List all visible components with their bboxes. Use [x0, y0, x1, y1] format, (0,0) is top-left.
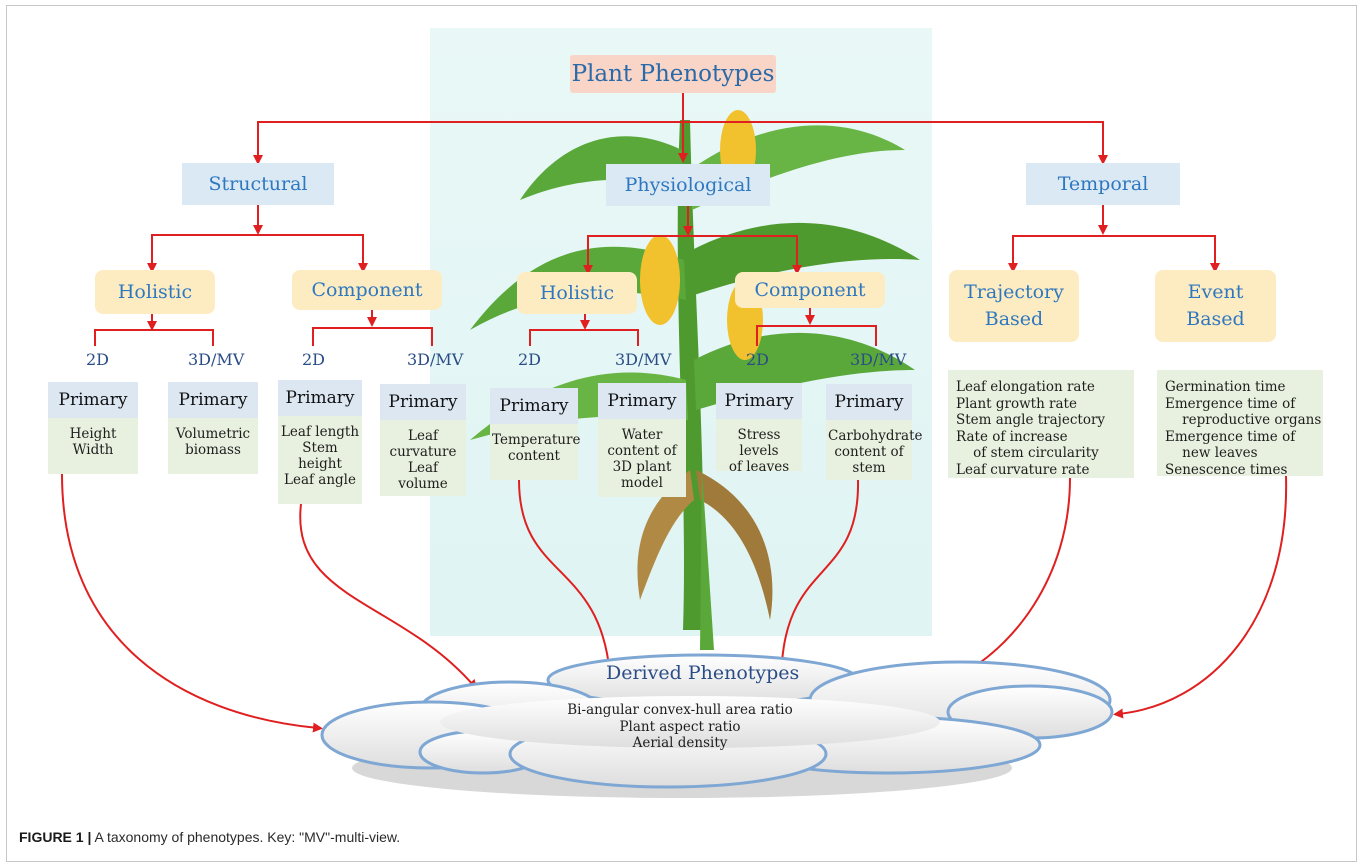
physiological-holistic-node: Holistic: [517, 272, 637, 314]
primary-card: Primary Temperature content: [490, 388, 581, 480]
event-phenotype-list: Germination time Emergence time of repro…: [1157, 370, 1323, 478]
card-body: Leaf curvature Leaf volume: [389, 428, 457, 492]
card-head: Primary: [826, 384, 912, 420]
card-body: Leaf length Stem height Leaf angle: [280, 424, 360, 488]
dim-3dmv-label: 3D/MV: [615, 350, 672, 369]
primary-card: Primary Leaf length Stem height Leaf ang…: [278, 380, 362, 504]
dim-3dmv-label: 3D/MV: [407, 350, 464, 369]
derived-phenotypes-list: Bi-angular convex-hull area ratio Plant …: [567, 702, 793, 751]
primary-card: Primary Water content of 3D plant model: [598, 383, 686, 497]
card-body: Temperature content: [492, 432, 581, 464]
card-body: Volumetric biomass: [175, 426, 251, 458]
dim-3dmv-label: 3D/MV: [850, 350, 907, 369]
dim-2d-label: 2D: [746, 350, 770, 369]
card-head: Primary: [278, 380, 362, 416]
dim-2d-label: 2D: [302, 350, 326, 369]
card-body: Height Width: [69, 426, 117, 458]
card-body: Water content of 3D plant model: [607, 427, 677, 491]
dim-2d-label: 2D: [86, 350, 110, 369]
dim-3dmv-label: 3D/MV: [188, 350, 245, 369]
primary-card: Primary Volumetric biomass: [168, 382, 258, 474]
derived-phenotypes-title: Derived Phenotypes: [606, 662, 800, 684]
temporal-node: Temporal: [1026, 163, 1180, 205]
primary-card: Primary Carbohydrate content of stem: [826, 384, 922, 480]
caption-text: A taxonomy of phenotypes. Key: "MV"-mult…: [91, 829, 401, 845]
physiological-component-node: Component: [735, 272, 885, 308]
plant-phenotypes-node: Plant Phenotypes: [570, 55, 776, 93]
card-head: Primary: [168, 382, 258, 418]
figure-caption: FIGURE 1 | A taxonomy of phenotypes. Key…: [19, 829, 400, 845]
event-based-node: Event Based: [1155, 270, 1276, 342]
physiological-node: Physiological: [606, 164, 770, 206]
structural-node: Structural: [182, 163, 334, 205]
card-head: Primary: [598, 383, 686, 419]
structural-holistic-node: Holistic: [95, 270, 215, 314]
figure-label: FIGURE 1 |: [19, 829, 92, 845]
card-head: Primary: [716, 383, 802, 419]
primary-card: Primary Height Width: [48, 382, 138, 474]
card-head: Primary: [490, 388, 578, 424]
card-head: Primary: [380, 384, 466, 420]
figure-frame: [6, 5, 1357, 862]
dim-2d-label: 2D: [518, 350, 542, 369]
primary-card: Primary Stress levels of leaves: [716, 383, 802, 475]
derived-cloud: [320, 653, 1114, 798]
card-body: Stress levels of leaves: [728, 427, 790, 475]
card-head: Primary: [48, 382, 138, 418]
structural-component-node: Component: [292, 270, 442, 310]
trajectory-phenotype-list: Leaf elongation rate Plant growth rate S…: [948, 370, 1134, 478]
card-body: Carbohydrate content of stem: [828, 428, 923, 476]
primary-card: Primary Leaf curvature Leaf volume: [380, 384, 466, 496]
trajectory-based-node: Trajectory Based: [949, 270, 1079, 342]
